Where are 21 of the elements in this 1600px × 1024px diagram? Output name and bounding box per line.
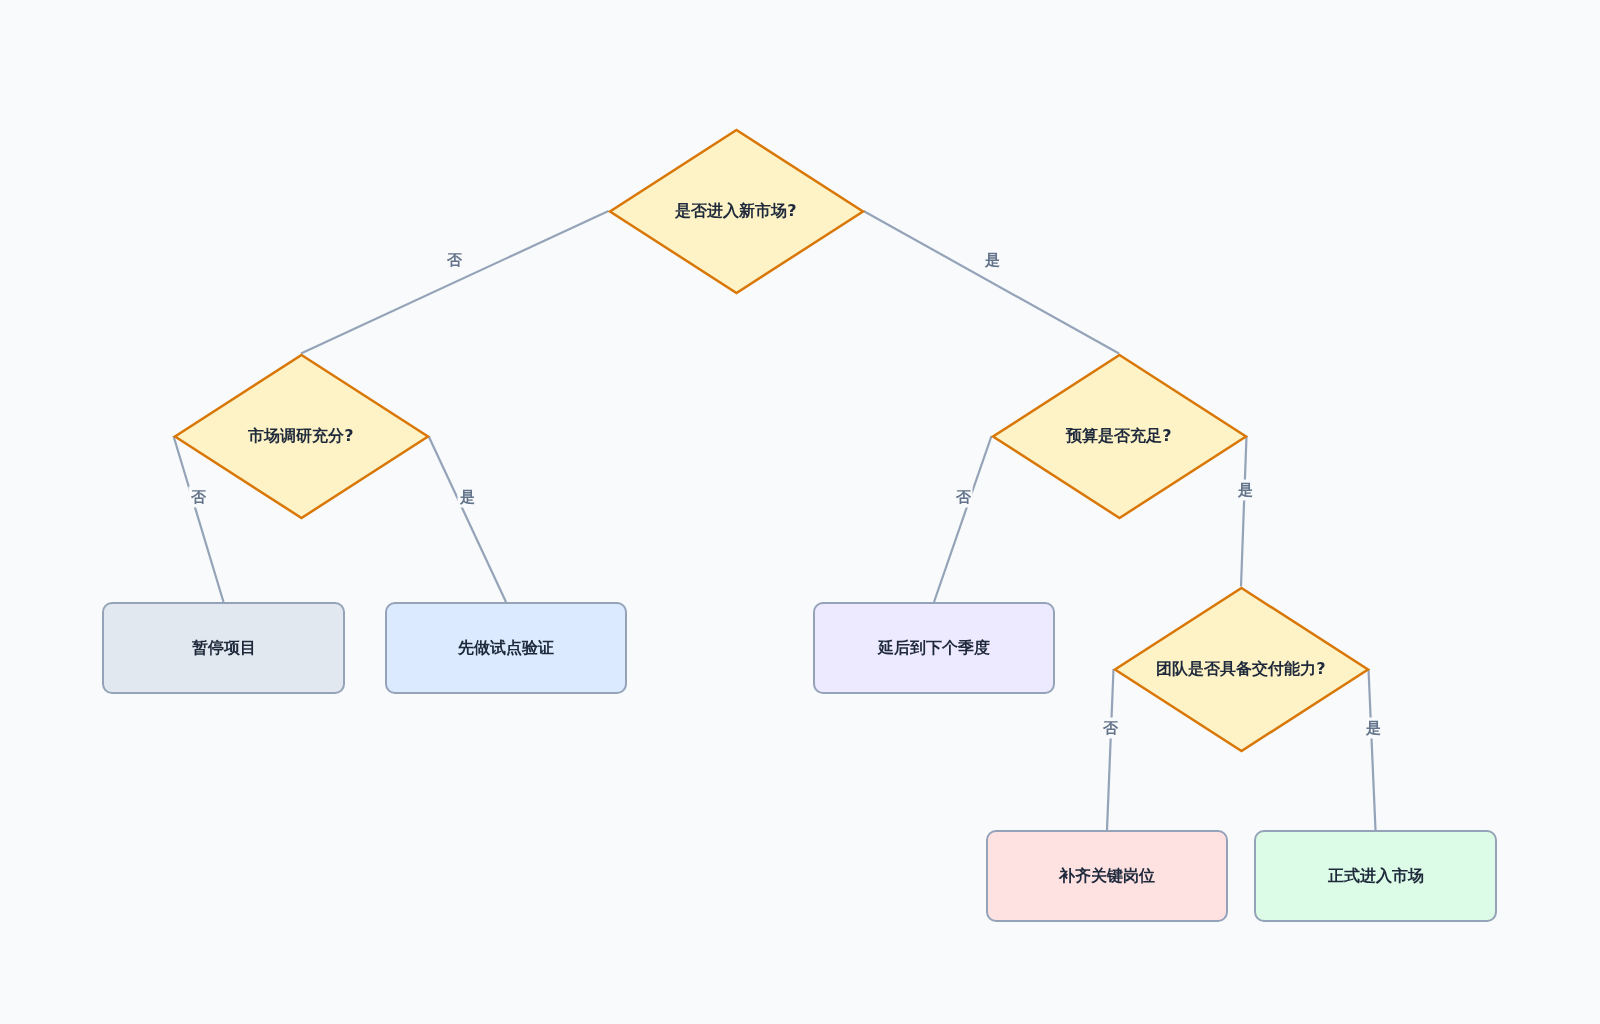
outcome-box: 先做试点验证 (385, 602, 627, 694)
connector-line (862, 210, 1120, 355)
edge-label: 是 (1235, 479, 1255, 501)
connector-line (1105, 668, 1115, 831)
edge-label: 否 (953, 486, 973, 508)
connector-line (427, 435, 507, 603)
decision-diamond: 是否进入新市场? (608, 128, 864, 294)
edge-label: 否 (1100, 717, 1120, 739)
outcome-box: 暂停项目 (102, 602, 345, 694)
connector-line (300, 210, 609, 355)
outcome-box: 延后到下个季度 (813, 602, 1055, 694)
edge-label: 是 (457, 486, 477, 508)
outcome-box: 补齐关键岗位 (986, 830, 1228, 922)
outcome-box: 正式进入市场 (1254, 830, 1497, 922)
connector-line (172, 435, 225, 603)
connector-line (932, 435, 993, 603)
edge-label: 否 (188, 486, 208, 508)
edge-label: 是 (1363, 717, 1383, 739)
connector-line (1239, 435, 1248, 587)
connector-line (1367, 668, 1377, 831)
edge-label: 是 (982, 249, 1002, 271)
